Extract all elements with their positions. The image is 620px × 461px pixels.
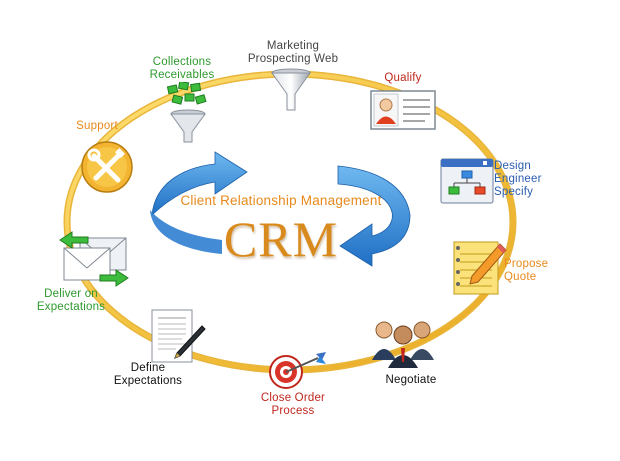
stage-label-line: Process [271, 405, 315, 417]
target-dart-icon [269, 352, 326, 389]
stage-label-line: Design [494, 160, 531, 172]
stage-label-line: Close Order [260, 392, 326, 404]
cycle-arrow-tail-icon [150, 210, 222, 254]
stage-label-line: Marketing [266, 40, 320, 52]
cycle-arrow-upper-icon [151, 151, 248, 217]
stage-label-line: Prospecting Web [247, 53, 339, 65]
people-group-icon [372, 321, 434, 368]
mail-exchange-icon [59, 231, 129, 287]
center-title: CRM [223, 211, 339, 267]
stage-label-line: Propose [504, 258, 549, 270]
stage-label-line: Qualify [384, 72, 422, 84]
stage-label-line: Expectations [113, 375, 183, 387]
stage-label-qualify: Qualify [378, 72, 428, 85]
stage-label-line: Specify [494, 186, 534, 198]
stage-label-negotiate: Negotiate [378, 374, 444, 387]
stage-label-line: Engineer [494, 173, 542, 185]
stage-label-line: Negotiate [385, 374, 437, 386]
stage-label-line: Deliver on [44, 288, 98, 300]
flowchart-window-icon [440, 158, 494, 204]
profile-card-icon [370, 90, 436, 130]
money-funnel-icon [166, 82, 207, 143]
stage-label-line: Quote [504, 271, 537, 283]
cycle-arrow-lower-icon [337, 165, 411, 267]
stage-label-line: Collections [152, 56, 212, 68]
stage-label-line: Define [130, 362, 166, 374]
stage-label-support: Support [68, 120, 126, 133]
notepad-pencil-icon [453, 241, 507, 295]
stage-label-line: Expectations [36, 301, 106, 313]
funnel-icon [271, 68, 311, 111]
stage-label-line: Receivables [149, 69, 215, 81]
center-subtitle: Client Relationship Management [180, 193, 382, 208]
stage-label-line: Support [76, 120, 118, 132]
document-pen-icon [151, 309, 206, 363]
tools-icon [81, 141, 133, 193]
